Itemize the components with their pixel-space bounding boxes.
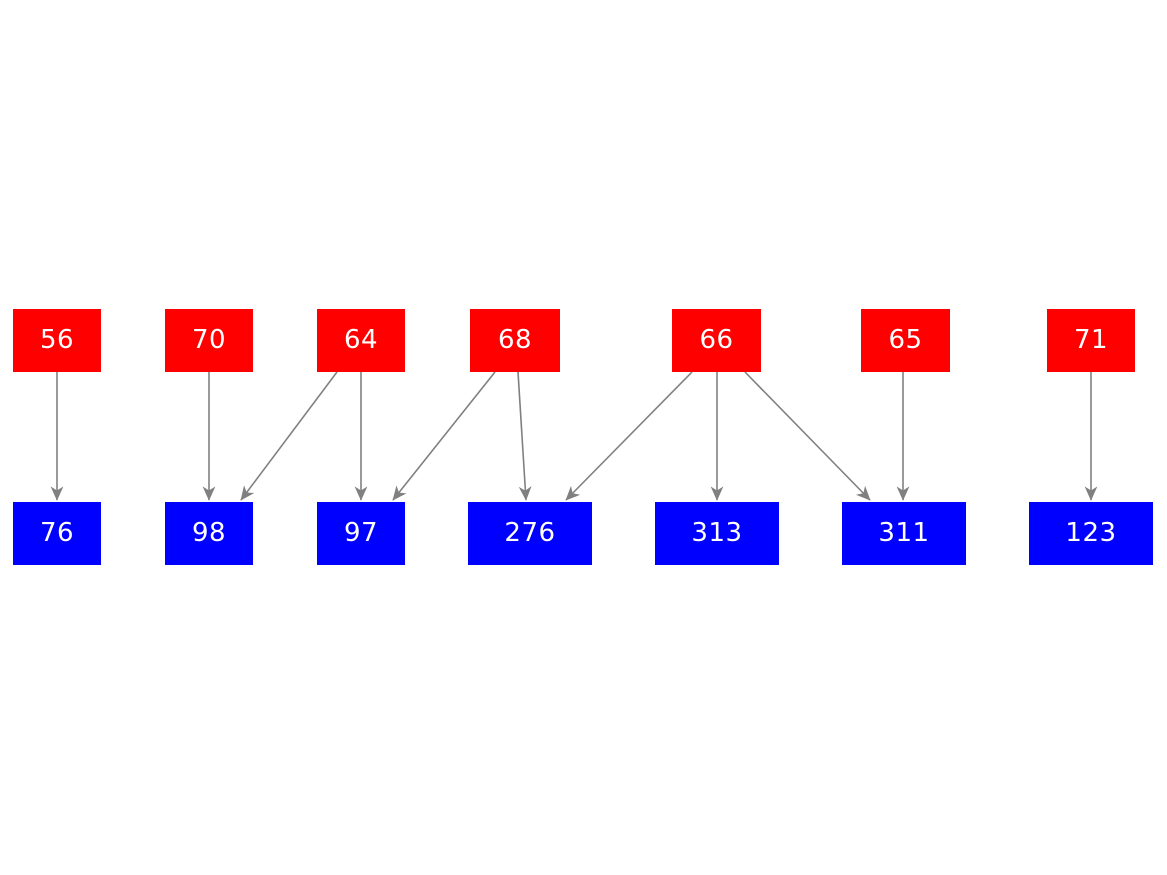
node-label: 76: [39, 517, 75, 548]
node-label: 65: [888, 324, 923, 355]
edge-64-to-98: [240, 371, 338, 501]
node-label: 123: [1065, 517, 1117, 548]
node-label: 98: [191, 517, 227, 548]
target-node-97[interactable]: 97: [317, 502, 405, 565]
source-node-65[interactable]: 65: [861, 309, 950, 372]
edge-66-to-311: [744, 371, 871, 501]
node-label: 66: [699, 324, 734, 355]
edges-group: [50, 371, 1098, 501]
node-label: 70: [191, 324, 227, 355]
node-label: 313: [691, 517, 743, 548]
target-node-313[interactable]: 313: [655, 502, 779, 565]
source-node-71[interactable]: 71: [1047, 309, 1135, 372]
target-node-76[interactable]: 76: [13, 502, 101, 565]
node-label: 64: [343, 324, 379, 355]
node-label: 68: [497, 324, 533, 355]
node-label: 71: [1073, 324, 1109, 355]
source-node-70[interactable]: 70: [165, 309, 253, 372]
edge-68-to-276: [517, 371, 532, 501]
edge-68-to-97: [392, 371, 496, 501]
node-label: 276: [504, 517, 556, 548]
edge-66-to-276: [565, 371, 693, 501]
target-node-311[interactable]: 311: [842, 502, 966, 565]
source-node-66[interactable]: 66: [672, 309, 761, 372]
target-node-276[interactable]: 276: [468, 502, 592, 565]
node-label: 56: [39, 324, 75, 355]
node-label: 97: [343, 517, 379, 548]
node-label: 311: [878, 517, 930, 548]
source-node-56[interactable]: 56: [13, 309, 101, 372]
target-node-98[interactable]: 98: [165, 502, 253, 565]
source-node-68[interactable]: 68: [470, 309, 560, 372]
target-node-123[interactable]: 123: [1029, 502, 1153, 565]
source-node-64[interactable]: 64: [317, 309, 405, 372]
